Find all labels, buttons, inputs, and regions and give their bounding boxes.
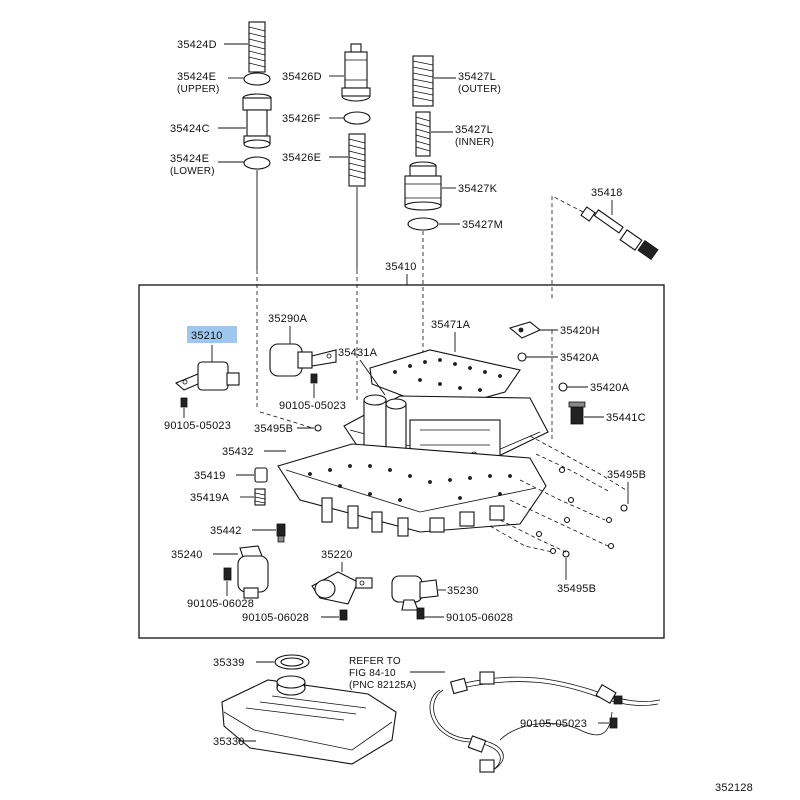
label-35420H: 35420H [560, 325, 600, 337]
label-35427L-outer: 35427L [458, 71, 496, 83]
valve-body-lower-35432[interactable] [277, 443, 547, 537]
label-35424D: 35424D [177, 39, 217, 51]
bolt-90105-05023-c[interactable] [609, 717, 618, 729]
label-35230: 35230 [447, 585, 479, 597]
label-35410: 35410 [385, 261, 417, 273]
label-35420A-1: 35420A [560, 352, 600, 364]
solenoid-35220[interactable] [311, 571, 373, 605]
bolt-90105-05023-b[interactable] [310, 373, 318, 384]
label-35426F: 35426F [282, 113, 321, 125]
label-35420A-2: 35420A [590, 382, 630, 394]
dashed-locators [259, 411, 627, 553]
ball-35495B-b[interactable] [620, 504, 628, 512]
label-35441C: 35441C [606, 412, 646, 424]
label-35220: 35220 [321, 549, 353, 561]
highlight-35210 [187, 326, 237, 343]
label-35424C: 35424C [170, 123, 210, 135]
ball-35420A-2[interactable] [558, 382, 568, 392]
label-35290A: 35290A [268, 313, 308, 325]
label-90105-05023-a: 90105-05023 [164, 420, 231, 432]
part-35442[interactable] [276, 523, 286, 543]
bolt-90105-05023-a[interactable] [180, 397, 188, 408]
label-35426D: 35426D [282, 71, 322, 83]
label-35495B-a: 35495B [254, 423, 293, 435]
label-90105-06028-b: 90105-06028 [242, 612, 309, 624]
label-35418: 35418 [591, 187, 623, 199]
locator-balls [535, 466, 615, 555]
figure-number: 352128 [715, 782, 753, 794]
label-35240: 35240 [171, 549, 203, 561]
oil-strainer-35330[interactable] [221, 675, 397, 765]
label-refer-line2: FIG 84-10 [349, 668, 396, 679]
label-35426E: 35426E [282, 152, 321, 164]
label-90105-05023-c: 90105-05023 [520, 718, 587, 730]
label-35427K: 35427K [458, 183, 498, 195]
ball-35495B-a[interactable] [314, 424, 322, 432]
label-35424E-upper-note: (UPPER) [177, 84, 220, 95]
label-35424E-upper: 35424E [177, 71, 216, 83]
spring-35424D[interactable] [248, 21, 266, 73]
ball-35420A-1[interactable] [517, 352, 527, 362]
label-35419A: 35419A [190, 492, 230, 504]
spring-35419A[interactable] [254, 488, 266, 506]
label-35427L-inner-note: (INNER) [455, 137, 494, 148]
label-90105-06028-c: 90105-06028 [446, 612, 513, 624]
label-refer-line3: (PNC 82125A) [349, 680, 416, 691]
gasket-35339[interactable] [274, 654, 310, 670]
label-35495B-b: 35495B [607, 469, 646, 481]
part-35420H[interactable] [508, 321, 542, 339]
label-90105-06028-a: 90105-06028 [187, 598, 254, 610]
label-35427L-outer-note: (OUTER) [458, 84, 501, 95]
spring-35427L-inner[interactable] [415, 111, 431, 157]
valve-body-upper-35471A[interactable] [369, 349, 521, 411]
label-35495B-c: 35495B [557, 583, 596, 595]
o-ring-35427M[interactable] [407, 217, 439, 231]
piston-35427K[interactable] [404, 161, 442, 211]
solenoid-35230[interactable] [391, 575, 439, 611]
o-ring-35424E-upper[interactable] [243, 72, 271, 86]
label-35419: 35419 [194, 470, 226, 482]
bolt-90105-06028-c[interactable] [416, 607, 425, 620]
label-35339: 35339 [213, 657, 245, 669]
label-35424E-lower-note: (LOWER) [170, 166, 215, 177]
label-35330: 35330 [213, 736, 245, 748]
label-90105-05023-b: 90105-05023 [279, 400, 346, 412]
label-35210[interactable]: 35210 [191, 330, 223, 342]
label-35431A: 35431A [338, 347, 378, 359]
label-35424E-lower: 35424E [170, 153, 209, 165]
bolt-90105-06028-b[interactable] [339, 609, 348, 621]
solenoid-35290A[interactable] [269, 343, 337, 377]
harness-connectors [450, 671, 623, 773]
label-35432: 35432 [222, 446, 254, 458]
solenoid-35210[interactable] [174, 361, 240, 391]
spring-35426E[interactable] [348, 133, 366, 187]
bolt-90105-06028-a[interactable] [223, 567, 232, 581]
plug-35426D[interactable] [341, 43, 371, 102]
o-ring-35424E-lower[interactable] [243, 156, 271, 170]
solenoid-35240[interactable] [237, 545, 269, 599]
label-35427M: 35427M [462, 219, 503, 231]
label-35471A: 35471A [431, 319, 471, 331]
label-35442: 35442 [210, 525, 242, 537]
ball-35495B-c[interactable] [562, 550, 570, 558]
filter-35441C[interactable] [568, 401, 586, 425]
piston-35424C[interactable] [242, 93, 272, 149]
label-refer-line1: REFER TO [349, 656, 401, 667]
o-ring-35426F[interactable] [343, 111, 371, 125]
plug-35418[interactable] [580, 206, 659, 261]
plug-35419[interactable] [254, 467, 268, 483]
assembly-box-35410 [138, 284, 665, 639]
spring-35427L-outer[interactable] [412, 55, 434, 107]
label-35427L-inner: 35427L [455, 124, 493, 136]
